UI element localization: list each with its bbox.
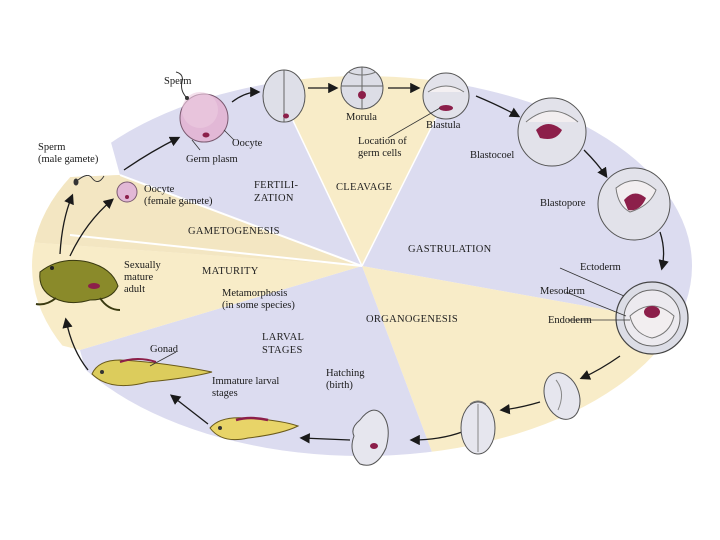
- blastula-embryo: [423, 73, 469, 119]
- label-blastula: Blastula: [426, 120, 460, 132]
- label-oocyte: Oocyte: [232, 138, 262, 150]
- early-gastrula-embryo: [518, 98, 586, 166]
- stage-maturity: MATURITY: [202, 266, 259, 279]
- label-sexually-mature: Sexually mature adult: [124, 260, 161, 296]
- label-blastocoel: Blastocoel: [470, 150, 514, 162]
- mid-gastrula-embryo: [598, 168, 670, 240]
- stage-gastrulation: GASTRULATION: [408, 244, 492, 257]
- label-hatching: Hatching (birth): [326, 368, 365, 392]
- two-cell-embryo: [263, 70, 305, 122]
- stage-organogenesis: ORGANOGENESIS: [366, 314, 458, 327]
- label-sperm-male: Sperm (male gamete): [38, 142, 98, 166]
- label-endoderm: Endoderm: [548, 315, 592, 327]
- label-ectoderm: Ectoderm: [580, 262, 621, 274]
- label-immature-larval: Immature larval stages: [212, 376, 279, 400]
- label-morula: Morula: [346, 112, 377, 124]
- stage-fertilization: FERTILI- ZATION: [254, 180, 298, 205]
- label-gonad: Gonad: [150, 344, 178, 356]
- morula-embryo: [341, 67, 383, 109]
- label-oocyte-female: Oocyte (female gamete): [144, 184, 213, 208]
- stage-cleavage: CLEAVAGE: [336, 182, 392, 195]
- label-germ-plasm: Germ plasm: [186, 154, 238, 166]
- label-location-germ: Location of germ cells: [358, 136, 407, 160]
- stage-larval: LARVAL STAGES: [262, 332, 304, 357]
- neurula-embryo: [461, 401, 495, 454]
- late-gastrula-embryo: [616, 282, 688, 354]
- small-oocyte-illustration: [117, 182, 137, 202]
- label-mesoderm: Mesoderm: [540, 286, 585, 298]
- stage-gametogenesis: GAMETOGENESIS: [188, 226, 280, 239]
- label-sperm-top: Sperm: [164, 76, 191, 88]
- label-metamorphosis: Metamorphosis (in some species): [222, 288, 295, 312]
- label-blastopore: Blastopore: [540, 198, 586, 210]
